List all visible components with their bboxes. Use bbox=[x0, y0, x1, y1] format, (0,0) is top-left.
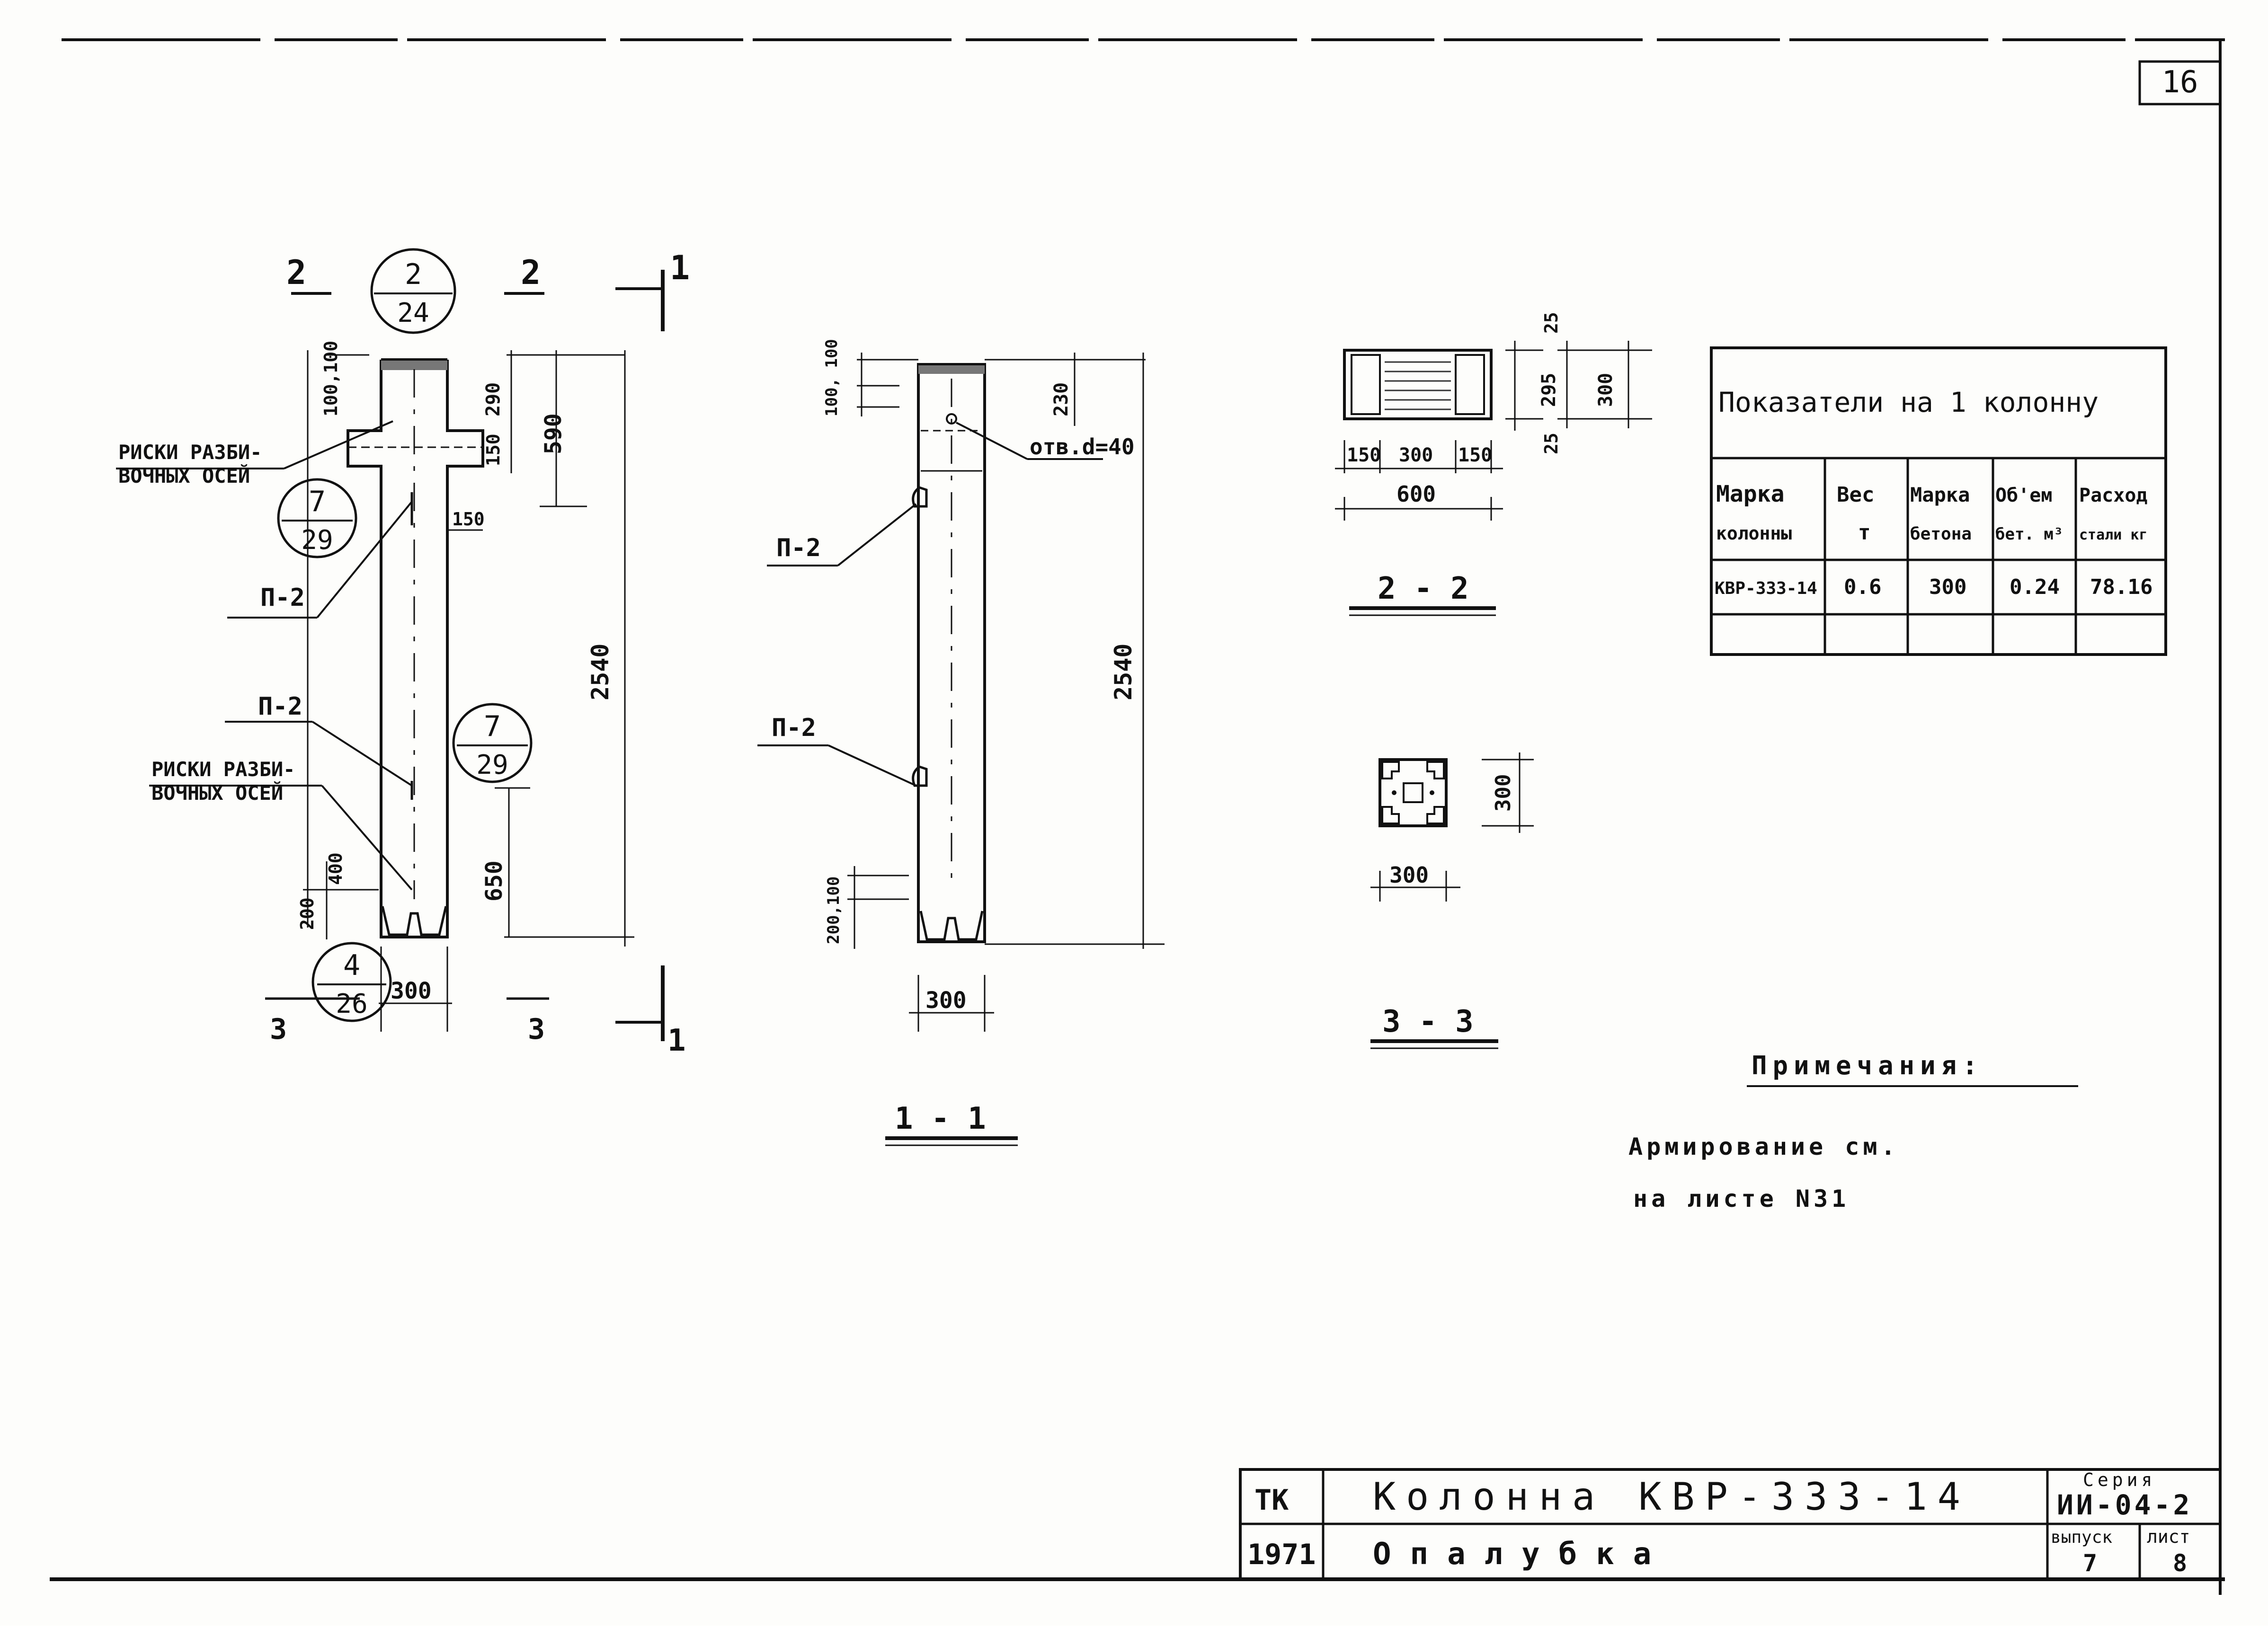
header-col5-line2: стали кг bbox=[2079, 527, 2148, 543]
label-p2-lower: П-2 bbox=[258, 692, 302, 721]
cell-concrete-grade: 300 bbox=[1929, 575, 1966, 599]
s22-dim-300: 300 bbox=[1399, 444, 1433, 466]
s22-dim-295: 295 bbox=[1538, 373, 1560, 407]
s22-dim-25b: 25 bbox=[1541, 433, 1562, 454]
s22-dim-300v: 300 bbox=[1595, 373, 1617, 407]
notes-line2: на листе N31 bbox=[1633, 1185, 1850, 1212]
sheet-number: 16 bbox=[2161, 65, 2198, 100]
s22-title: 2 - 2 bbox=[1378, 571, 1469, 606]
svg-text:26: 26 bbox=[336, 989, 367, 1019]
tb-series-label: Серия bbox=[2083, 1469, 2156, 1490]
cut-mark-3-left: 3 bbox=[270, 1013, 287, 1046]
callout-lower: 7 29 bbox=[452, 703, 533, 783]
dim-150-h: 150 bbox=[452, 509, 485, 530]
header-col3-line1: Марка bbox=[1910, 483, 1970, 506]
svg-text:7: 7 bbox=[484, 710, 501, 743]
s22-dim-150a: 150 bbox=[1347, 444, 1381, 466]
dim-150-v: 150 bbox=[483, 434, 504, 466]
s11-dim-top: 100, 100 bbox=[822, 339, 841, 416]
tb-issue-value: 7 bbox=[2083, 1549, 2097, 1577]
dim-2540: 2540 bbox=[587, 644, 614, 700]
dim-400: 400 bbox=[325, 852, 346, 885]
s22-dim-600: 600 bbox=[1396, 481, 1436, 507]
label-axes-bottom-1: РИСКИ РАЗБИ- bbox=[151, 758, 295, 781]
section-1-1: 100, 100 230 отв.d=40 П-2 П-2 2540 200,1… bbox=[757, 339, 1165, 1146]
cell-volume: 0.24 bbox=[2010, 575, 2060, 599]
s11-dim-300: 300 bbox=[925, 987, 967, 1014]
header-col4-line1: Об'ем bbox=[1995, 485, 2052, 506]
s11-title: 1 - 1 bbox=[895, 1101, 986, 1136]
s11-label-p2-lower: П-2 bbox=[772, 714, 816, 742]
s11-dim-230: 230 bbox=[1050, 382, 1072, 416]
cut-mark-1-bottom: 1 bbox=[667, 1023, 686, 1058]
dim-top-left: 100,100 bbox=[320, 341, 341, 416]
notes-line1: Армирование см. bbox=[1628, 1133, 1899, 1160]
callout-mid: 7 29 bbox=[277, 478, 357, 558]
tb-sheet-value: 8 bbox=[2173, 1549, 2187, 1577]
s22-dim-25a: 25 bbox=[1541, 312, 1562, 334]
svg-text:2: 2 bbox=[405, 258, 422, 291]
callout-top: 2 24 bbox=[370, 248, 456, 334]
svg-text:29: 29 bbox=[476, 750, 508, 780]
dim-650: 650 bbox=[481, 860, 507, 902]
label-axes-bottom-2: ВОЧНЫХ ОСЕЙ bbox=[151, 781, 283, 805]
s11-dim-2540: 2540 bbox=[1110, 644, 1137, 700]
cut-mark-1-top: 1 bbox=[670, 248, 690, 287]
cell-steel: 78.16 bbox=[2090, 575, 2152, 599]
dim-200: 200 bbox=[297, 897, 318, 930]
s33-dim-300h: 300 bbox=[1389, 862, 1429, 888]
s33-title: 3 - 3 bbox=[1382, 1004, 1474, 1039]
notes: Примечания: Армирование см. на листе N31 bbox=[1628, 1051, 2078, 1212]
header-col3-line2: бетона bbox=[1910, 524, 1972, 544]
tb-issue-label: выпуск bbox=[2051, 1528, 2112, 1547]
tb-series-value: ИИ-04-2 bbox=[2057, 1489, 2192, 1521]
section-3-3: 300 300 3 - 3 bbox=[1370, 752, 1534, 1049]
label-axes-top-2: ВОЧНЫХ ОСЕЙ bbox=[118, 464, 250, 487]
dim-300: 300 bbox=[391, 978, 432, 1004]
svg-text:24: 24 bbox=[397, 298, 429, 328]
cell-mark: КВР-333-14 bbox=[1715, 579, 1817, 598]
svg-text:4: 4 bbox=[343, 949, 360, 982]
notes-title: Примечания: bbox=[1752, 1051, 1983, 1080]
s11-label-p2-upper: П-2 bbox=[776, 534, 821, 562]
tb-name: Колонна КВР-333-14 bbox=[1373, 1475, 1971, 1519]
header-col2-line1: Вес bbox=[1837, 483, 1874, 507]
cell-weight: 0.6 bbox=[1844, 575, 1881, 599]
indicators-table: Показатели на 1 колонну Марка колонны Ве… bbox=[1710, 346, 2167, 656]
column-elevation: 2 2 1 1 3 3 2 24 7 29 7 29 bbox=[116, 248, 690, 1058]
indicators-title: Показатели на 1 колонну bbox=[1718, 386, 2099, 418]
s11-hole-label: отв.d=40 bbox=[1030, 434, 1135, 460]
label-axes-top-1: РИСКИ РАЗБИ- bbox=[118, 441, 262, 464]
cut-mark-3-right: 3 bbox=[528, 1013, 545, 1046]
s33-dim-300v: 300 bbox=[1491, 774, 1515, 812]
s22-dim-150b: 150 bbox=[1458, 444, 1492, 466]
header-col1-line1: Марка bbox=[1716, 481, 1785, 507]
dim-590: 590 bbox=[540, 413, 567, 454]
svg-text:7: 7 bbox=[309, 485, 326, 518]
header-col1-line2: колонны bbox=[1716, 523, 1792, 544]
tb-year: 1971 bbox=[1247, 1538, 1316, 1571]
cut-mark-2-left: 2 bbox=[286, 253, 306, 292]
dim-290: 290 bbox=[482, 382, 504, 416]
header-col2-line2: т bbox=[1858, 521, 1871, 545]
s11-dim-bottom: 200,100 bbox=[824, 876, 843, 944]
title-block: ТК 1971 Колонна КВР-333-14 Опалубка Сери… bbox=[1239, 1468, 2222, 1581]
tb-subtitle: Опалубка bbox=[1373, 1537, 1670, 1572]
header-col4-line2: бет. м³ bbox=[1995, 525, 2063, 544]
svg-text:29: 29 bbox=[301, 525, 333, 556]
sheet-frame: 16 bbox=[50, 38, 2225, 1595]
header-col5-line1: Расход bbox=[2079, 485, 2148, 506]
tb-sheet-label: лист bbox=[2147, 1526, 2190, 1547]
tb-org: ТК bbox=[1254, 1484, 1289, 1517]
label-p2-upper: П-2 bbox=[260, 584, 305, 612]
section-2-2: 150 300 150 600 25 295 25 300 2 - 2 bbox=[1335, 312, 1652, 616]
callout-base: 4 26 bbox=[311, 942, 392, 1022]
cut-mark-2-right: 2 bbox=[521, 253, 541, 292]
